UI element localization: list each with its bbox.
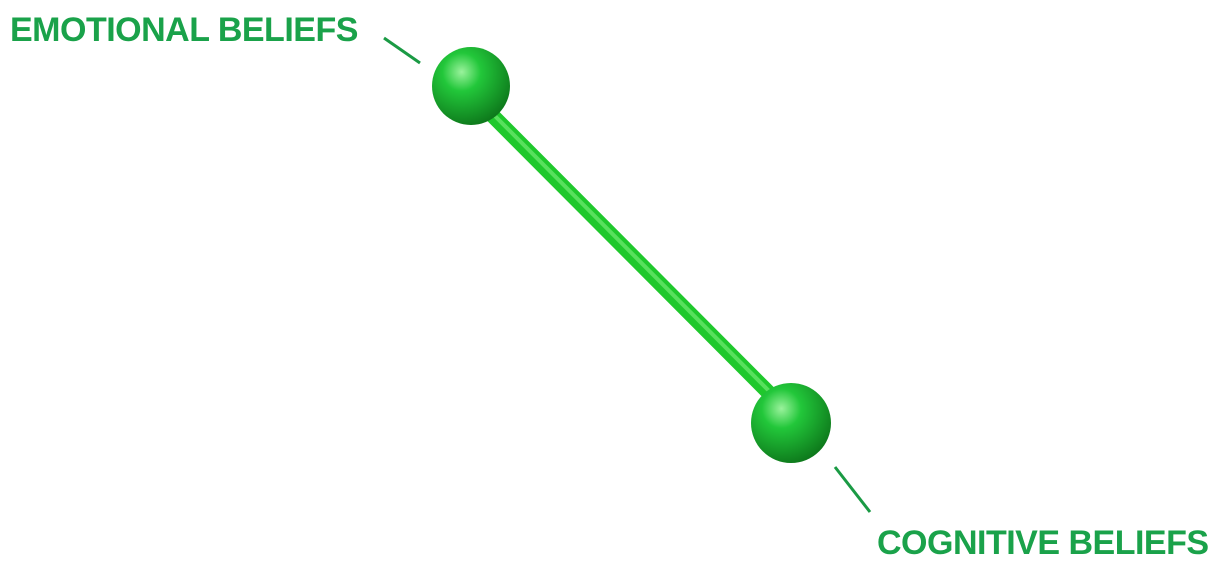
emotional-beliefs-node [432,47,510,125]
emotional-leader-line [383,36,421,65]
cognitive-beliefs-label: COGNITIVE BELIEFS [877,524,1209,562]
bond-highlight [477,98,780,402]
cognitive-beliefs-node [751,383,831,463]
emotional-beliefs-label: EMOTIONAL BELIEFS [10,11,358,49]
cognitive-leader-line [833,466,872,513]
